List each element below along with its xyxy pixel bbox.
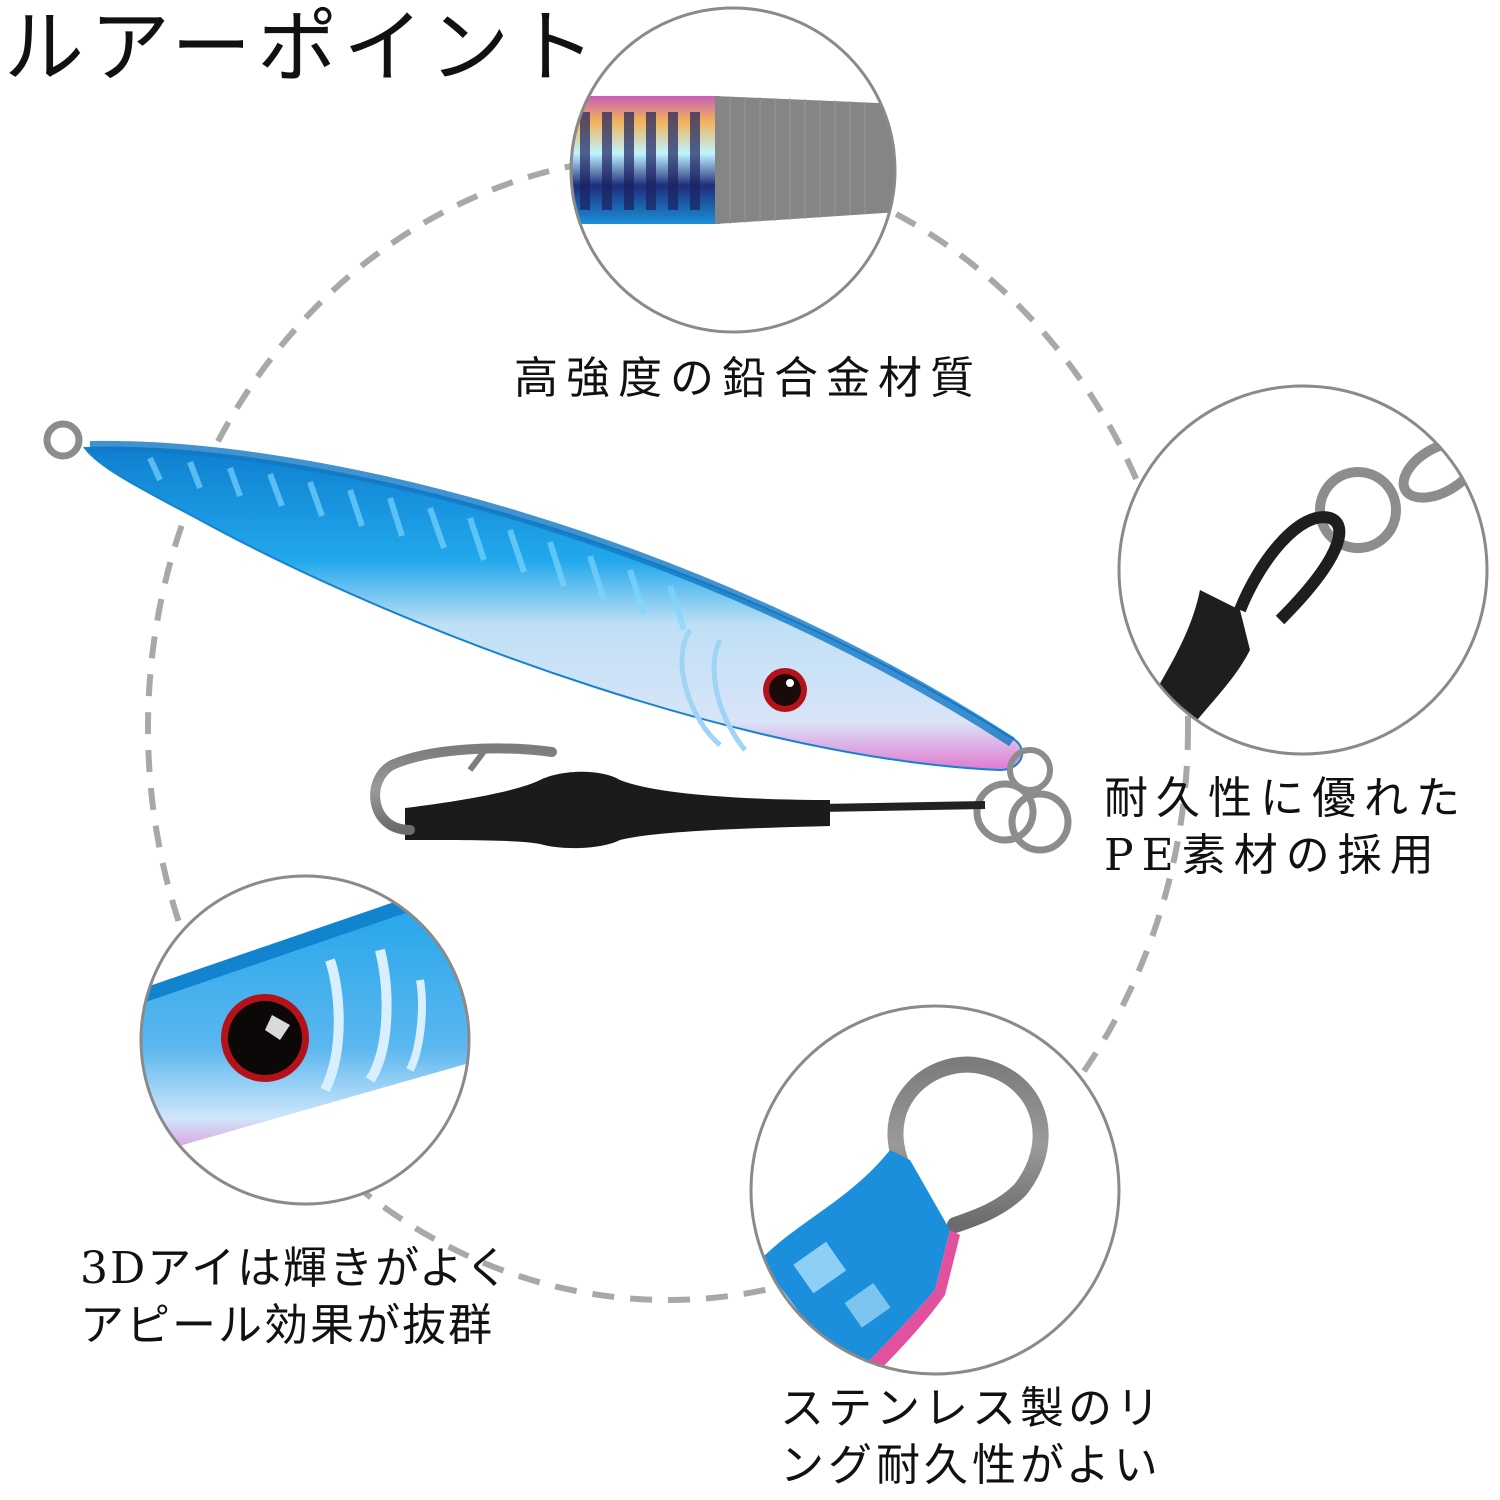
caption-line: アピール効果が抜群 — [80, 1300, 494, 1352]
feature-caption-pe-line: 耐久性に優れた PE素材の採用 — [1104, 770, 1468, 884]
feature-caption-stainless-ring: ステンレス製のリ ング耐久性がよい — [780, 1380, 1164, 1494]
inset-3d-eye — [139, 874, 471, 1206]
tail-eyelet-icon — [43, 420, 83, 460]
caption-line: PE素材の採用 — [1104, 830, 1442, 882]
inset-body-texture — [569, 6, 897, 334]
caption-line: 耐久性に優れた — [1104, 773, 1468, 824]
caption-line: 高強度の鉛合金材質 — [514, 353, 982, 404]
main-lure — [43, 420, 1072, 854]
feature-caption-material: 高強度の鉛合金材質 — [514, 350, 982, 407]
caption-line: ステンレス製のリ — [780, 1383, 1164, 1434]
caption-line: 3Dアイは輝きがよく — [80, 1243, 511, 1294]
page-title: ルアーポイント — [4, 1, 602, 94]
feature-caption-3d-eye: 3Dアイは輝きがよく アピール効果が抜群 — [80, 1240, 511, 1354]
inset-stainless-ring — [749, 1004, 1121, 1376]
dashed-guide-circle — [145, 153, 1191, 1303]
hook-icon — [370, 743, 557, 835]
inset-pe-line — [1117, 384, 1489, 756]
caption-line: ング耐久性がよい — [780, 1440, 1162, 1492]
